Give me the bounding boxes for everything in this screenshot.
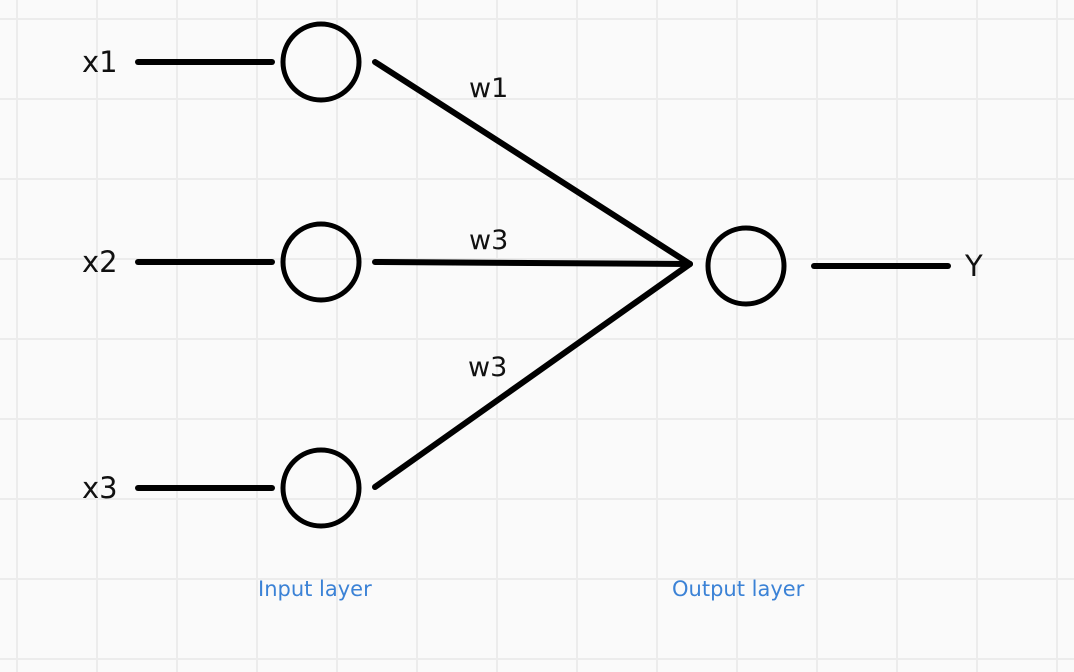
weight-label-1: w1	[469, 73, 508, 104]
weight-edge-2	[372, 259, 693, 267]
weight-edge-1	[372, 59, 693, 267]
weight-label-2: w3	[469, 225, 508, 256]
weight-label-3: w3	[468, 352, 507, 383]
weight-edge-3	[372, 261, 693, 490]
input-node-2	[280, 221, 362, 303]
input-label-x3: x3	[82, 471, 118, 505]
input-node-3	[280, 447, 362, 529]
output-label-y: Y	[964, 249, 983, 283]
output-layer-caption: Output layer	[672, 577, 805, 601]
output-node	[705, 225, 787, 307]
input-label-x1: x1	[82, 45, 118, 79]
input-label-x2: x2	[82, 245, 118, 279]
input-node-1	[280, 21, 362, 103]
input-layer-caption: Input layer	[258, 577, 372, 601]
